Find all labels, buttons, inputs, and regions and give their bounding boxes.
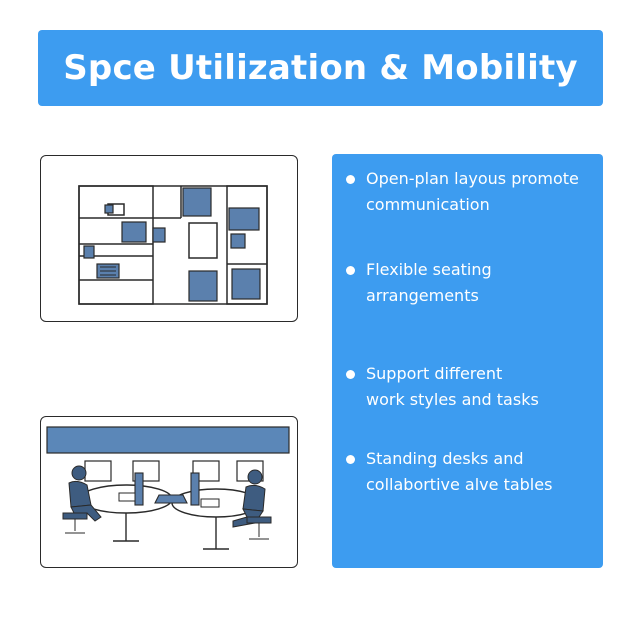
benefits-list: Open-plan layous promote communication F… [332,154,603,568]
bullet-dot-icon [346,175,355,184]
list-item-line: Standing desks and [366,449,524,468]
workspace-panel [40,416,298,568]
collaborative-workspace-icon [46,426,290,550]
list-item-line: communication [366,195,490,214]
bullet-dot-icon [346,455,355,464]
list-item-line: collabortive alve tables [366,475,553,494]
list-item-line: arrangements [366,286,479,305]
office-floorplan-icon [78,185,268,305]
title-banner: Spce Utilization & Mobility [38,30,603,106]
list-item: Open-plan layous promote communication [346,166,596,218]
list-item-line: work styles and tasks [366,390,539,409]
list-item: Standing desks and collabortive alve tab… [346,446,596,498]
list-item: Flexible seating arrangements [346,257,596,309]
bullet-dot-icon [346,370,355,379]
list-item-line: Flexible seating [366,260,492,279]
list-item: Support different work styles and tasks [346,361,596,413]
bullet-dot-icon [346,266,355,275]
list-item-line: Open-plan layous promote [366,169,579,188]
list-item-line: Support different [366,364,503,383]
floorplan-panel [40,155,298,322]
page-title: Spce Utilization & Mobility [63,48,578,88]
